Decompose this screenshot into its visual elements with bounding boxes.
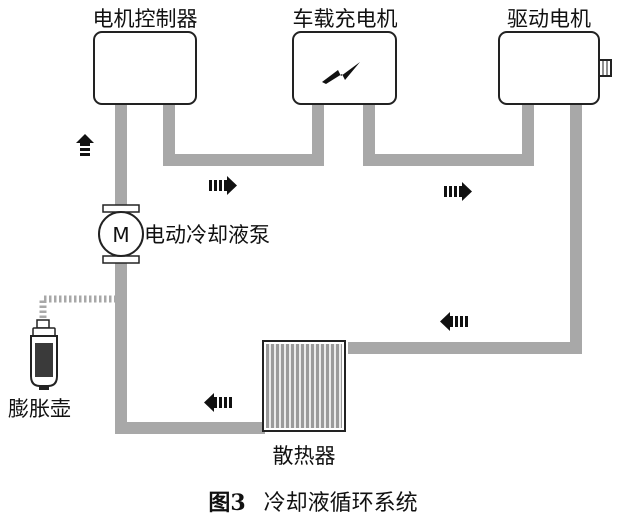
expansion-tank-label: 膨胀壶 [8,397,71,421]
controller-box [93,31,197,105]
flow-arrow-icon [440,312,468,331]
pump: M [98,204,144,264]
pipe-motor-to-radiator [348,104,582,354]
controller-label: 电机控制器 [93,7,198,31]
figure-caption: 图3 冷却液循环系统 [208,490,417,516]
charger-label: 车载充电机 [293,7,398,31]
flow-arrow-icon [444,182,472,201]
pipe-charger-to-motor [363,104,534,166]
radiator-label: 散热器 [273,444,336,468]
motor-symbol-icon [98,211,144,257]
flow-arrow-icon [204,393,232,412]
expansion-tank [30,319,58,390]
charger-box [292,31,397,105]
flow-arrow-icon [209,176,237,195]
motor-shaft [598,59,612,77]
drive-motor-label: 驱动电机 [507,7,591,31]
figure-title: 冷却液循环系统 [264,491,418,516]
drive-motor-box [498,31,600,105]
coolant-pipes [115,104,582,434]
expansion-line [39,295,115,328]
flow-arrow-icon [76,134,94,156]
pump-symbol-label: M [112,223,129,247]
pipe-controller-to-charger [163,104,324,166]
lightning-icon [322,62,360,84]
pipe-radiator-to-pump [115,256,265,434]
radiator [262,340,346,432]
pump-label: 电动冷却液泵 [144,223,270,247]
figure-number: 图3 [208,490,245,516]
